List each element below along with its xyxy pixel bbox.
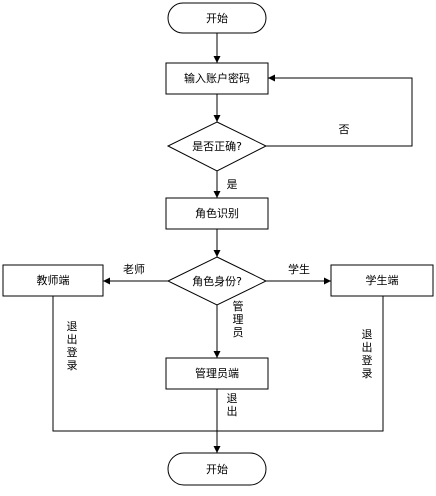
teacher-node: 教师端: [2, 264, 104, 297]
input-label: 输入账户密码: [184, 71, 250, 85]
student-edge-label: 学生: [288, 262, 310, 276]
role-decision: 角色身份?: [166, 256, 268, 306]
student-node: 学生端: [330, 264, 434, 297]
no-edge-label: 否: [339, 123, 350, 136]
admin-label: 管理员端: [195, 366, 239, 380]
admin-logout-label: 退出: [227, 392, 238, 418]
student-logout-line: [217, 296, 384, 432]
identify-node: 角色识别: [165, 197, 269, 230]
teacher-logout-line: [52, 296, 217, 432]
input-node: 输入账户密码: [165, 62, 269, 95]
admin-node: 管理员端: [165, 357, 269, 390]
start-label: 开始: [206, 11, 228, 25]
end-label: 开始: [206, 462, 228, 476]
student-logout-label: 退出登录: [362, 328, 373, 380]
role-label: 角色身份?: [192, 274, 242, 288]
admin-edge-label: 管理员: [233, 299, 244, 339]
check-label: 是否正确?: [192, 140, 242, 153]
check-decision: 是否正确?: [166, 121, 268, 172]
start-node: 开始: [167, 2, 267, 34]
connectors: [52, 33, 413, 453]
teacher-logout-label: 退出登录: [67, 320, 78, 372]
end-node: 开始: [167, 452, 267, 486]
teacher-edge-label: 老师: [123, 263, 145, 276]
student-label: 学生端: [366, 273, 399, 287]
identify-label: 角色识别: [195, 206, 239, 220]
yes-edge-label: 是: [227, 178, 238, 191]
no-loop-arrow: [266, 74, 413, 147]
teacher-label: 教师端: [37, 274, 70, 287]
